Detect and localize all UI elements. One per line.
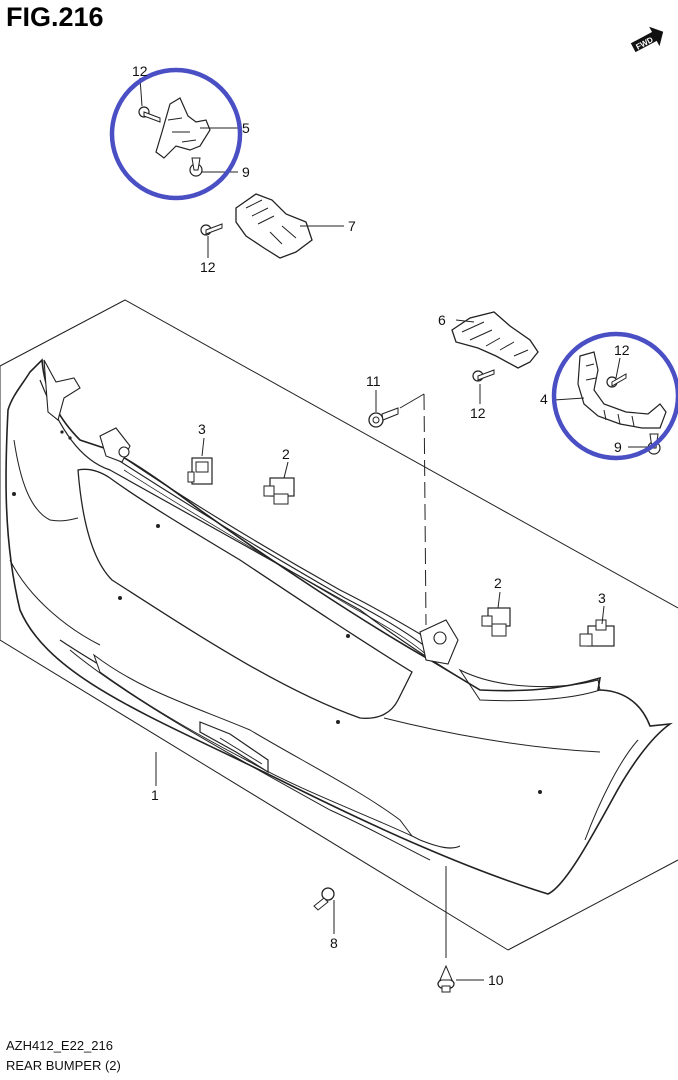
screw-12-b-icon[interactable] xyxy=(200,223,223,236)
highlight-circle-bracket-5 xyxy=(109,67,243,201)
clip-2-right-part[interactable] xyxy=(481,607,511,637)
callout-12-a: 12 xyxy=(132,63,148,79)
callout-2-b: 2 xyxy=(494,575,502,591)
callout-7: 7 xyxy=(348,218,356,234)
screw-9-a-icon[interactable] xyxy=(189,157,203,177)
callout-3-b: 3 xyxy=(598,590,606,606)
bracket-4-part[interactable] xyxy=(577,351,667,429)
bolt-11-icon[interactable] xyxy=(368,407,399,428)
bracket-5-part[interactable] xyxy=(155,97,211,159)
callout-4: 4 xyxy=(540,391,548,407)
figure-name: REAR BUMPER (2) xyxy=(6,1058,121,1073)
fwd-arrow-icon: FWD xyxy=(630,26,664,53)
callout-12-b: 12 xyxy=(200,259,216,275)
spacer-6-part[interactable] xyxy=(451,311,539,369)
callout-6: 6 xyxy=(438,312,446,328)
callout-8: 8 xyxy=(330,935,338,951)
callout-11: 11 xyxy=(366,373,381,389)
screw-12-a-icon[interactable] xyxy=(138,106,161,123)
callout-9-b: 9 xyxy=(614,439,622,455)
exploded-frame xyxy=(0,299,678,951)
bolt-8-icon[interactable] xyxy=(313,887,335,911)
screw-12-d-icon[interactable] xyxy=(606,373,627,388)
callout-12-c: 12 xyxy=(470,405,486,421)
callout-5: 5 xyxy=(242,120,250,136)
spacer-7-part[interactable] xyxy=(235,193,313,259)
callout-12-d: 12 xyxy=(614,342,630,358)
clip-3-left-part[interactable] xyxy=(187,457,213,485)
bumper-cover-part[interactable] xyxy=(5,358,673,895)
callout-9-a: 9 xyxy=(242,164,250,180)
clip-2-left-part[interactable] xyxy=(263,477,295,505)
leader-lines xyxy=(139,77,648,981)
figure-code: AZH412_E22_216 xyxy=(6,1038,113,1053)
figure-title: FIG.216 xyxy=(6,2,104,32)
callout-2-a: 2 xyxy=(282,446,290,462)
callout-3-a: 3 xyxy=(198,421,206,437)
clip-10-icon[interactable] xyxy=(437,964,455,993)
screw-12-c-icon[interactable] xyxy=(472,369,495,382)
callout-10: 10 xyxy=(488,972,504,988)
callout-1: 1 xyxy=(151,787,159,803)
highlight-circle-bracket-4 xyxy=(551,331,678,461)
clip-3-right-part[interactable] xyxy=(579,619,615,647)
